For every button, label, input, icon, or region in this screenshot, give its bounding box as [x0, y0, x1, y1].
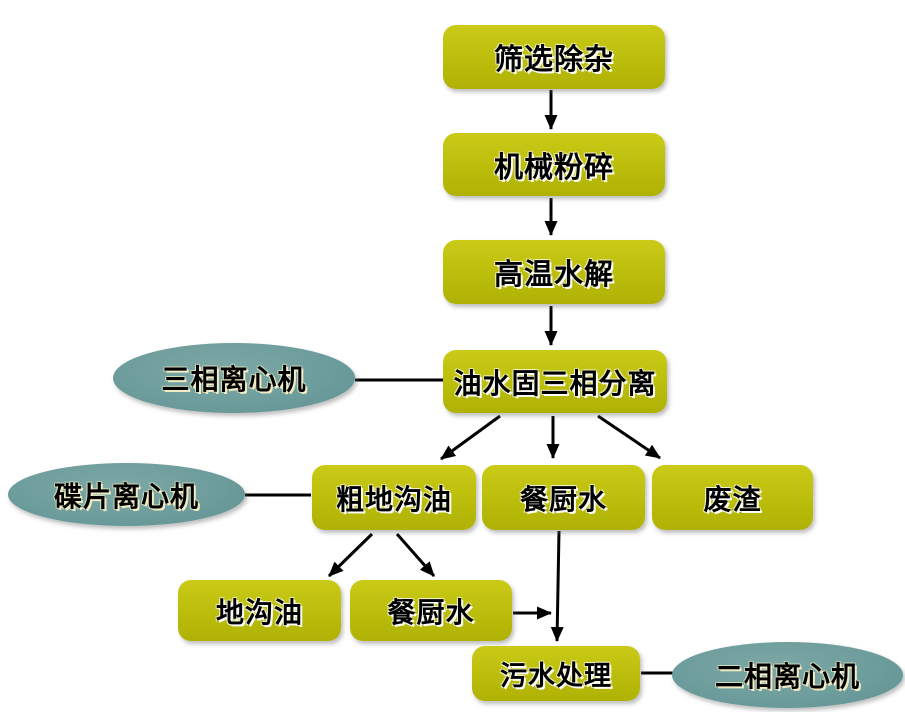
equipment-three-phase-centrifuge-label: 三相离心机 [161, 364, 307, 395]
process-box-gutter-oil-label: 地沟油 [215, 596, 303, 628]
process-box-gutter-oil: 地沟油 [178, 580, 341, 641]
equipment-ellipse-three-phase-centrifuge: 三相离心机 [113, 343, 355, 413]
process-box-kitchen-water-bottom: 餐厨水 [350, 580, 512, 641]
process-box-high-temp-hydrolysis: 高温水解 [443, 240, 665, 304]
arrow-kitchen-water-to-sewage [550, 530, 564, 642]
process-box-three-phase-separation-label: 油水固三相分离 [453, 367, 657, 399]
equipment-two-phase-centrifuge-label: 二相离心机 [714, 661, 860, 692]
process-box-sewage-treatment: 污水处理 [472, 646, 640, 701]
arrow-crude-oil-to-kitchen-water [395, 533, 436, 577]
equipment-ellipse-disc-centrifuge: 碟片离心机 [8, 463, 245, 526]
process-box-mechanical-crushing: 机械粉碎 [443, 133, 665, 196]
process-box-kitchen-water-mid: 餐厨水 [482, 465, 645, 530]
process-box-sewage-treatment-label: 污水处理 [500, 661, 612, 691]
process-box-waste-residue: 废渣 [652, 465, 813, 530]
equipment-disc-centrifuge-label: 碟片离心机 [53, 480, 199, 512]
process-box-waste-residue-label: 废渣 [703, 483, 762, 515]
process-box-three-phase-separation: 油水固三相分离 [443, 350, 667, 413]
process-box-kitchen-water-mid-label: 餐厨水 [519, 483, 607, 515]
process-box-screening-label: 筛选除杂 [493, 44, 614, 76]
process-box-kitchen-water-bottom-label: 餐厨水 [387, 596, 475, 628]
equipment-ellipse-two-phase-centrifuge: 二相离心机 [672, 642, 903, 708]
process-box-mechanical-crushing-label: 机械粉碎 [493, 151, 614, 184]
process-box-crude-gutter-oil: 粗地沟油 [312, 465, 476, 530]
process-box-screening: 筛选除杂 [443, 25, 665, 89]
arrow-separation-to-waste [597, 414, 661, 460]
arrow-crude-oil-to-gutter-oil [327, 532, 374, 578]
process-box-high-temp-hydrolysis-label: 高温水解 [493, 259, 614, 291]
process-box-crude-gutter-oil-label: 粗地沟油 [335, 483, 452, 515]
arrow-separation-to-crude-oil [440, 414, 501, 461]
